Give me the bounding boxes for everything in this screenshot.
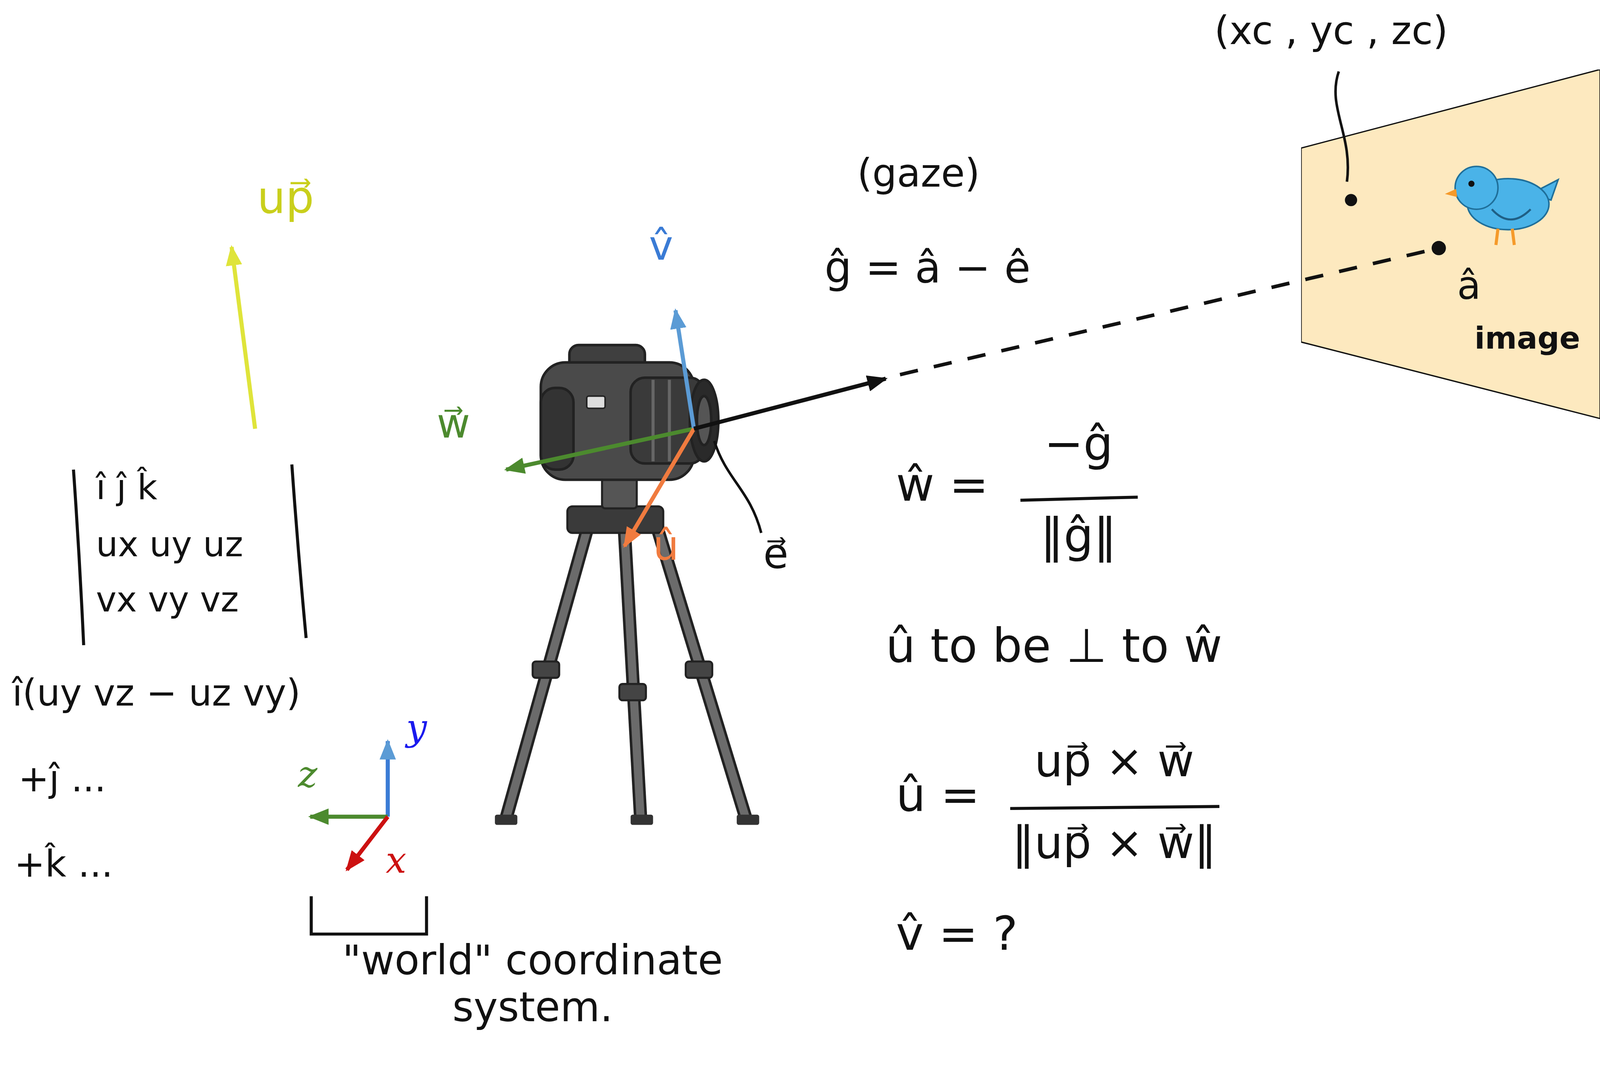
matrix-row: ux uy uz xyxy=(96,524,244,565)
v-question: v̂ = ? xyxy=(895,906,1018,961)
up-vector xyxy=(231,246,256,429)
perp-note: û to be ⊥ to ŵ xyxy=(885,618,1223,673)
cross-term: î(uy vz − uz vy) xyxy=(12,671,301,714)
determinant-bar xyxy=(291,464,307,638)
w-vector xyxy=(506,428,694,470)
u-formula: û = xyxy=(895,767,981,822)
fraction-bar xyxy=(1020,496,1138,501)
image-plane: image xyxy=(1301,69,1600,422)
leader-line xyxy=(1335,71,1348,182)
z-axis xyxy=(310,814,388,819)
point-label: â xyxy=(1457,263,1481,308)
w-label: w⃗ xyxy=(436,400,470,447)
x-axis xyxy=(346,816,388,870)
matrix-row: vx vy vz xyxy=(96,579,239,620)
up-label: up⃗ xyxy=(257,171,315,224)
v-vector xyxy=(675,310,694,429)
v-label: v̂ xyxy=(648,222,674,270)
gaze-note: (gaze) xyxy=(856,150,980,196)
axis-label: z xyxy=(298,752,318,796)
denominator: ‖ĝ‖ xyxy=(1040,508,1117,563)
determinant-bar xyxy=(73,469,84,646)
bird xyxy=(1444,166,1558,245)
cross-term: +ĵ ... xyxy=(18,757,106,800)
plane-outline xyxy=(1301,69,1600,422)
bracket xyxy=(311,895,427,934)
caption-note: "world" coordinate system. xyxy=(318,936,748,1031)
w-formula: ŵ = xyxy=(895,457,989,512)
gaze-formula: ĝ = â − ê xyxy=(824,242,1031,293)
cross-term: +k̂ ... xyxy=(14,842,114,885)
leader-line xyxy=(714,440,762,533)
denominator: ‖up⃗ × w⃗‖ xyxy=(1011,816,1217,869)
gaze-vector xyxy=(693,378,886,429)
numerator: up⃗ × w⃗ xyxy=(1034,734,1195,787)
look-at-point xyxy=(1431,240,1446,256)
y-axis xyxy=(385,741,390,817)
axis-label: x xyxy=(385,838,407,881)
image-point xyxy=(1344,193,1358,207)
fraction-bar xyxy=(1010,806,1220,809)
axis-label: y xyxy=(406,706,427,749)
point-coords: (xc , yc , zc) xyxy=(1214,8,1448,53)
matrix-row: î ĵ k̂ xyxy=(96,467,158,508)
u-label: û xyxy=(652,522,679,570)
e-label: e⃗ xyxy=(763,530,789,578)
tripod xyxy=(494,477,760,825)
plane-label: image xyxy=(1474,320,1581,356)
numerator: −ĝ xyxy=(1043,416,1113,471)
